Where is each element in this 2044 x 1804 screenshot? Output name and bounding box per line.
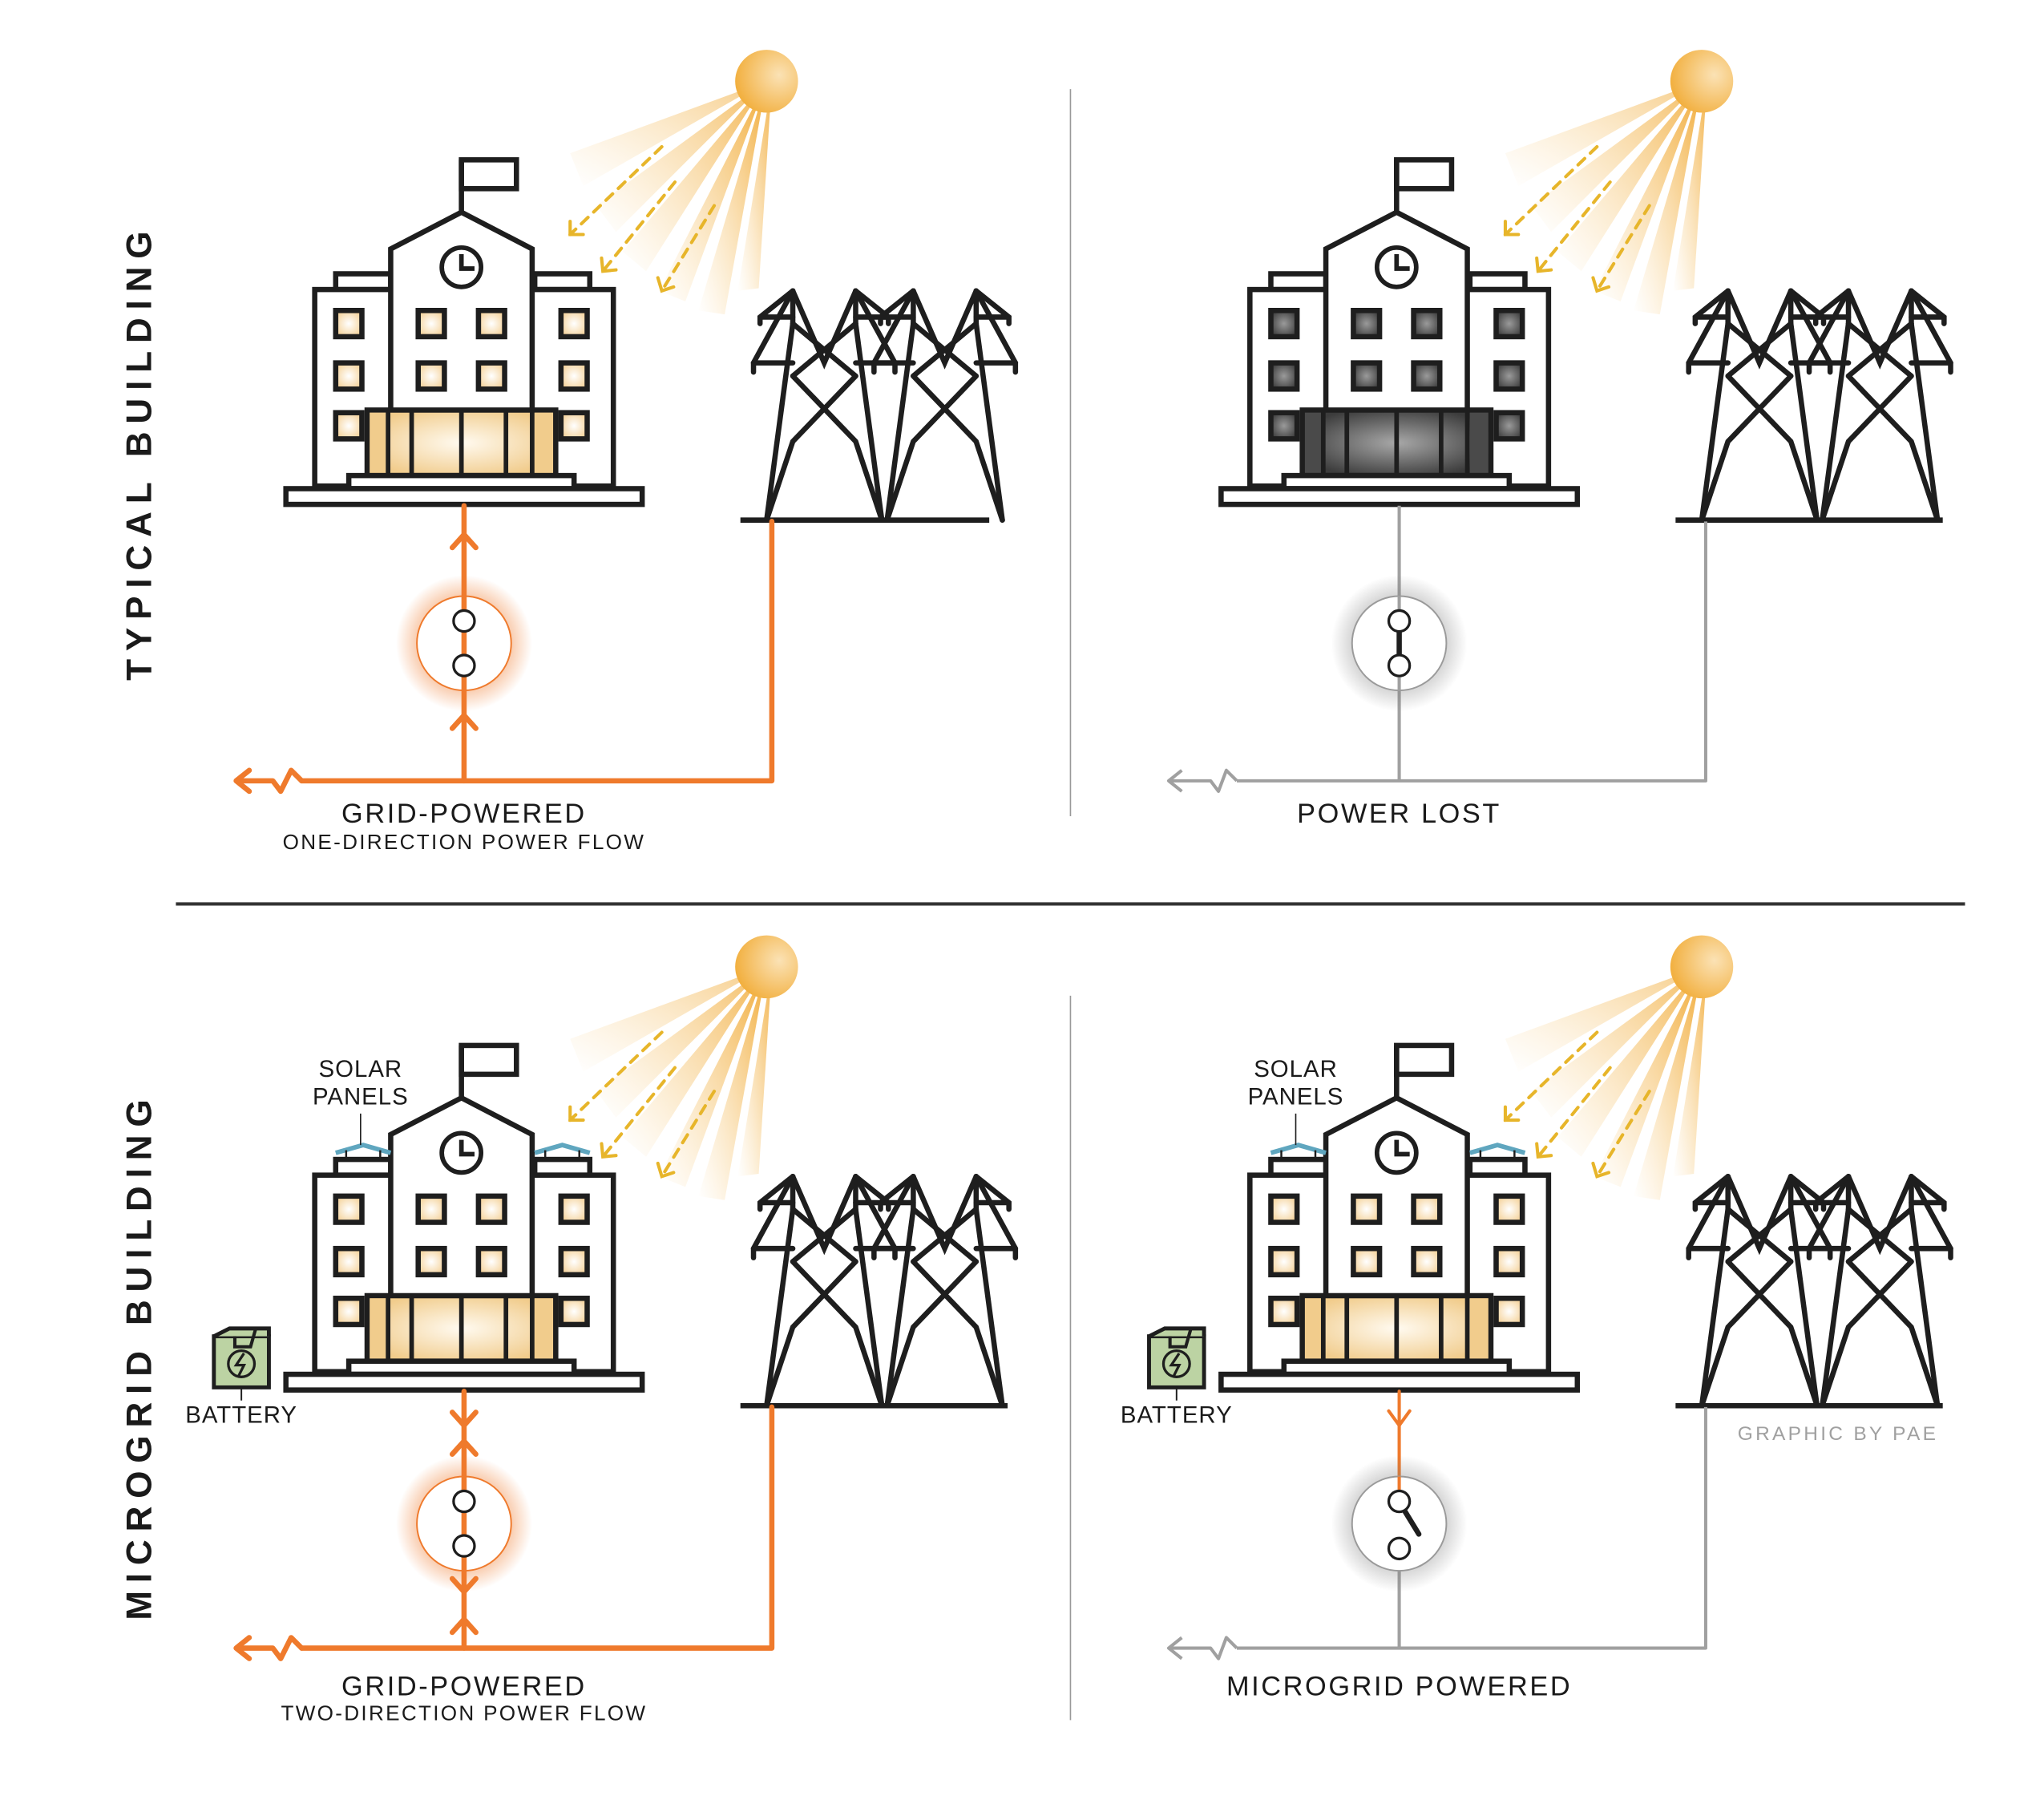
flag-icon	[1394, 1042, 1455, 1078]
window	[415, 360, 447, 392]
window	[1351, 1245, 1383, 1278]
window	[1493, 1245, 1525, 1278]
panel-title: MICROGRID POWERED	[1226, 1671, 1572, 1701]
panel-typical-grid: GRID-POWERED ONE-DIRECTION POWER FLOW	[233, 50, 1016, 854]
window	[475, 1193, 507, 1225]
window	[1268, 1193, 1300, 1225]
window	[333, 360, 365, 392]
transmission-towers	[740, 1176, 1016, 1409]
transmission-towers	[1675, 1176, 1950, 1409]
panel-microgrid-grid: BATTERY SOLAR PANELS GRID-POWERED TWO-DI…	[185, 935, 1016, 1725]
building-base	[1218, 486, 1581, 508]
window	[415, 1193, 447, 1225]
window	[1411, 307, 1443, 340]
window	[333, 410, 365, 442]
transfer-switch-connected	[395, 575, 532, 712]
panel-title: GRID-POWERED	[341, 1671, 587, 1701]
flag-icon	[458, 157, 519, 192]
solar-panels-label: PANELS	[1248, 1083, 1344, 1110]
window	[475, 360, 507, 392]
transfer-switch-open	[1331, 1455, 1468, 1592]
transmission-towers	[740, 291, 1016, 523]
window	[1268, 1245, 1300, 1278]
grid-power-line	[233, 1389, 775, 1661]
window	[558, 1296, 590, 1328]
sun-icon	[1505, 50, 1734, 315]
building-base	[283, 486, 645, 508]
solar-panels-label: SOLAR	[319, 1056, 403, 1082]
building-base	[283, 1371, 645, 1393]
window	[558, 307, 590, 340]
panel-typical-outage: POWER LOST	[1166, 50, 1950, 829]
transfer-switch-no-power	[1331, 575, 1468, 712]
window	[1493, 1296, 1525, 1328]
sun-icon	[570, 935, 798, 1200]
panel-title: POWER LOST	[1297, 799, 1501, 829]
window	[1351, 307, 1383, 340]
window	[475, 307, 507, 340]
solar-panel-icon	[1270, 1143, 1327, 1155]
window	[558, 410, 590, 442]
solar-panel-icon	[1469, 1143, 1526, 1155]
window	[1493, 360, 1525, 392]
window	[1493, 1193, 1525, 1225]
row-label-typical: TYPICAL BUILDING	[119, 224, 159, 681]
window	[333, 1193, 365, 1225]
window	[333, 1296, 365, 1328]
solar-panels-label: PANELS	[313, 1083, 409, 1110]
row-label-microgrid: MICROGRID BUILDING	[119, 1092, 159, 1620]
window	[1268, 410, 1300, 442]
building-base	[1218, 1371, 1581, 1393]
window	[1411, 1245, 1443, 1278]
building-lit	[283, 157, 645, 508]
window	[475, 1245, 507, 1278]
battery-label: BATTERY	[185, 1402, 297, 1429]
window	[1268, 307, 1300, 340]
panel-subtitle: ONE-DIRECTION POWER FLOW	[283, 830, 646, 854]
building-lit	[1218, 1042, 1581, 1393]
transmission-towers	[1675, 291, 1950, 523]
flag-icon	[458, 1042, 519, 1078]
window	[558, 1193, 590, 1225]
window	[558, 360, 590, 392]
solar-panel-icon	[335, 1143, 392, 1155]
panel-microgrid-island: BATTERY SOLAR PANELS MICROGRID POWERED G…	[1121, 935, 1951, 1701]
panel-subtitle: TWO-DIRECTION POWER FLOW	[281, 1701, 647, 1725]
window	[1493, 410, 1525, 442]
solar-panels-label: SOLAR	[1254, 1056, 1338, 1082]
credit-text: GRAPHIC BY PAE	[1738, 1423, 1938, 1445]
solar-panel-icon	[534, 1143, 591, 1155]
window	[415, 1245, 447, 1278]
building-dark	[1218, 157, 1581, 508]
battery-icon	[1147, 1326, 1206, 1401]
window	[1411, 360, 1443, 392]
window	[415, 307, 447, 340]
window	[1493, 307, 1525, 340]
flag-icon	[1394, 157, 1455, 192]
panel-title: GRID-POWERED	[341, 799, 587, 829]
sun-icon	[1505, 935, 1734, 1200]
window	[333, 307, 365, 340]
battery-label: BATTERY	[1121, 1402, 1233, 1429]
window	[1411, 1193, 1443, 1225]
window	[1351, 360, 1383, 392]
window	[558, 1245, 590, 1278]
window	[1351, 1193, 1383, 1225]
building-lit	[283, 1042, 645, 1393]
sun-icon	[570, 50, 798, 315]
transfer-switch-connected	[395, 1455, 532, 1592]
window	[1268, 360, 1300, 392]
window	[1268, 1296, 1300, 1328]
battery-icon	[212, 1326, 271, 1401]
window	[333, 1245, 365, 1278]
